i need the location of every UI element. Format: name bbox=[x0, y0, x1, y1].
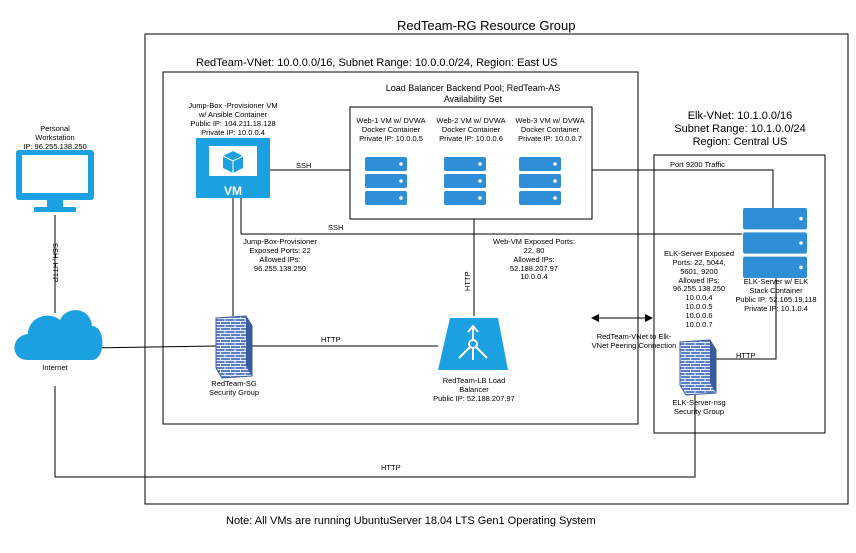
conn-label-ssh-http-text: SSH, HTTP bbox=[51, 243, 60, 283]
workstation-label: Personal Workstation IP: 96.255.138.250 bbox=[23, 124, 87, 151]
conn-label-ssh1: SSH bbox=[296, 161, 312, 170]
conn-label-http-lb-pool: HTTP bbox=[463, 251, 479, 291]
resource-group-title: RedTeam-RG Resource Group bbox=[397, 18, 576, 33]
monitor-icon bbox=[16, 150, 94, 212]
conn-label-ssh-http: SSH, HTTP bbox=[36, 243, 60, 282]
conn-bottom-http bbox=[54, 386, 696, 478]
web-rules: Web-VM Exposed Ports: 22, 80 Allowed IPs… bbox=[493, 237, 575, 282]
backend-pool-box bbox=[349, 106, 593, 220]
elk-vnet-label: Elk-VNet: 10.1.0.0/16 Subnet Range: 10.1… bbox=[674, 110, 806, 148]
conn-label-http-lb-pool-text: HTTP bbox=[463, 271, 472, 291]
lb-label: RedTeam-LB Load Balancer Public IP: 52.1… bbox=[433, 376, 515, 403]
web-1-label: Web-1 VM w/ DVWA Docker Container Privat… bbox=[356, 116, 426, 143]
conn-elk-nsg bbox=[716, 278, 777, 360]
conn-port9200 bbox=[592, 169, 774, 208]
jumpbox-rules: Jump-Box-Provisioner Exposed Ports: 22 A… bbox=[243, 237, 317, 273]
backend-pool-label: Load Balancer Backend Pool; RedTeam-AS A… bbox=[385, 83, 561, 104]
web-3-server-icon bbox=[519, 157, 561, 205]
footer-note: Note: All VMs are running UbuntuServer 1… bbox=[226, 515, 596, 527]
redteam-sg-firewall-icon bbox=[215, 315, 253, 379]
web-2-server-icon bbox=[444, 157, 486, 205]
web-3-label: Web-3 VM w/ DVWA Docker Container Privat… bbox=[515, 116, 585, 143]
internet-label: Internet bbox=[42, 363, 68, 372]
cloud-icon bbox=[14, 310, 103, 360]
conn-internet-sg bbox=[89, 345, 217, 349]
web-2-label: Web-2 VM w/ DVWA Docker Container Privat… bbox=[436, 116, 506, 143]
redteam-vnet-box bbox=[162, 71, 639, 425]
conn-label-ssh2: SSH bbox=[328, 223, 344, 232]
elk-nsg-label: ELK-Server-nsg Security Group bbox=[672, 398, 726, 416]
sg-label: RedTeam-SG Security Group bbox=[208, 379, 260, 397]
peering-label: RedTeam-VNet to Elk- VNet Peering Connec… bbox=[591, 332, 677, 350]
connections bbox=[54, 169, 777, 478]
elk-rules: ELK-Server Exposed Ports: 22, 5044, 5601… bbox=[663, 249, 735, 329]
conn-label-port9200: Port 9200 Traffic bbox=[670, 160, 725, 169]
conn-ssh-jumpbox-elk bbox=[240, 198, 742, 235]
web-1-server-icon bbox=[365, 157, 407, 205]
elk-server-icon bbox=[743, 208, 807, 278]
elk-vnet-box bbox=[653, 154, 826, 434]
conn-label-http-sg-lb: HTTP bbox=[321, 335, 341, 344]
elk-nsg-firewall-icon bbox=[679, 339, 717, 396]
redteam-vnet-label: RedTeam-VNet: 10.0.0.0/16, Subnet Range:… bbox=[196, 57, 558, 69]
conn-label-http-elk: HTTP bbox=[736, 351, 756, 360]
conn-label-http-bottom: HTTP bbox=[381, 463, 401, 472]
load-balancer-icon bbox=[438, 318, 508, 370]
resource-group-box bbox=[144, 33, 849, 505]
vm-text: VM bbox=[224, 184, 242, 198]
jumpbox-label: Jump-Box -Provisioner VM w/ Ansible Cont… bbox=[188, 101, 278, 137]
virtual-machine-icon bbox=[196, 138, 270, 198]
elk-label: ELK-Server w/ ELK Stack Container Public… bbox=[735, 277, 817, 313]
